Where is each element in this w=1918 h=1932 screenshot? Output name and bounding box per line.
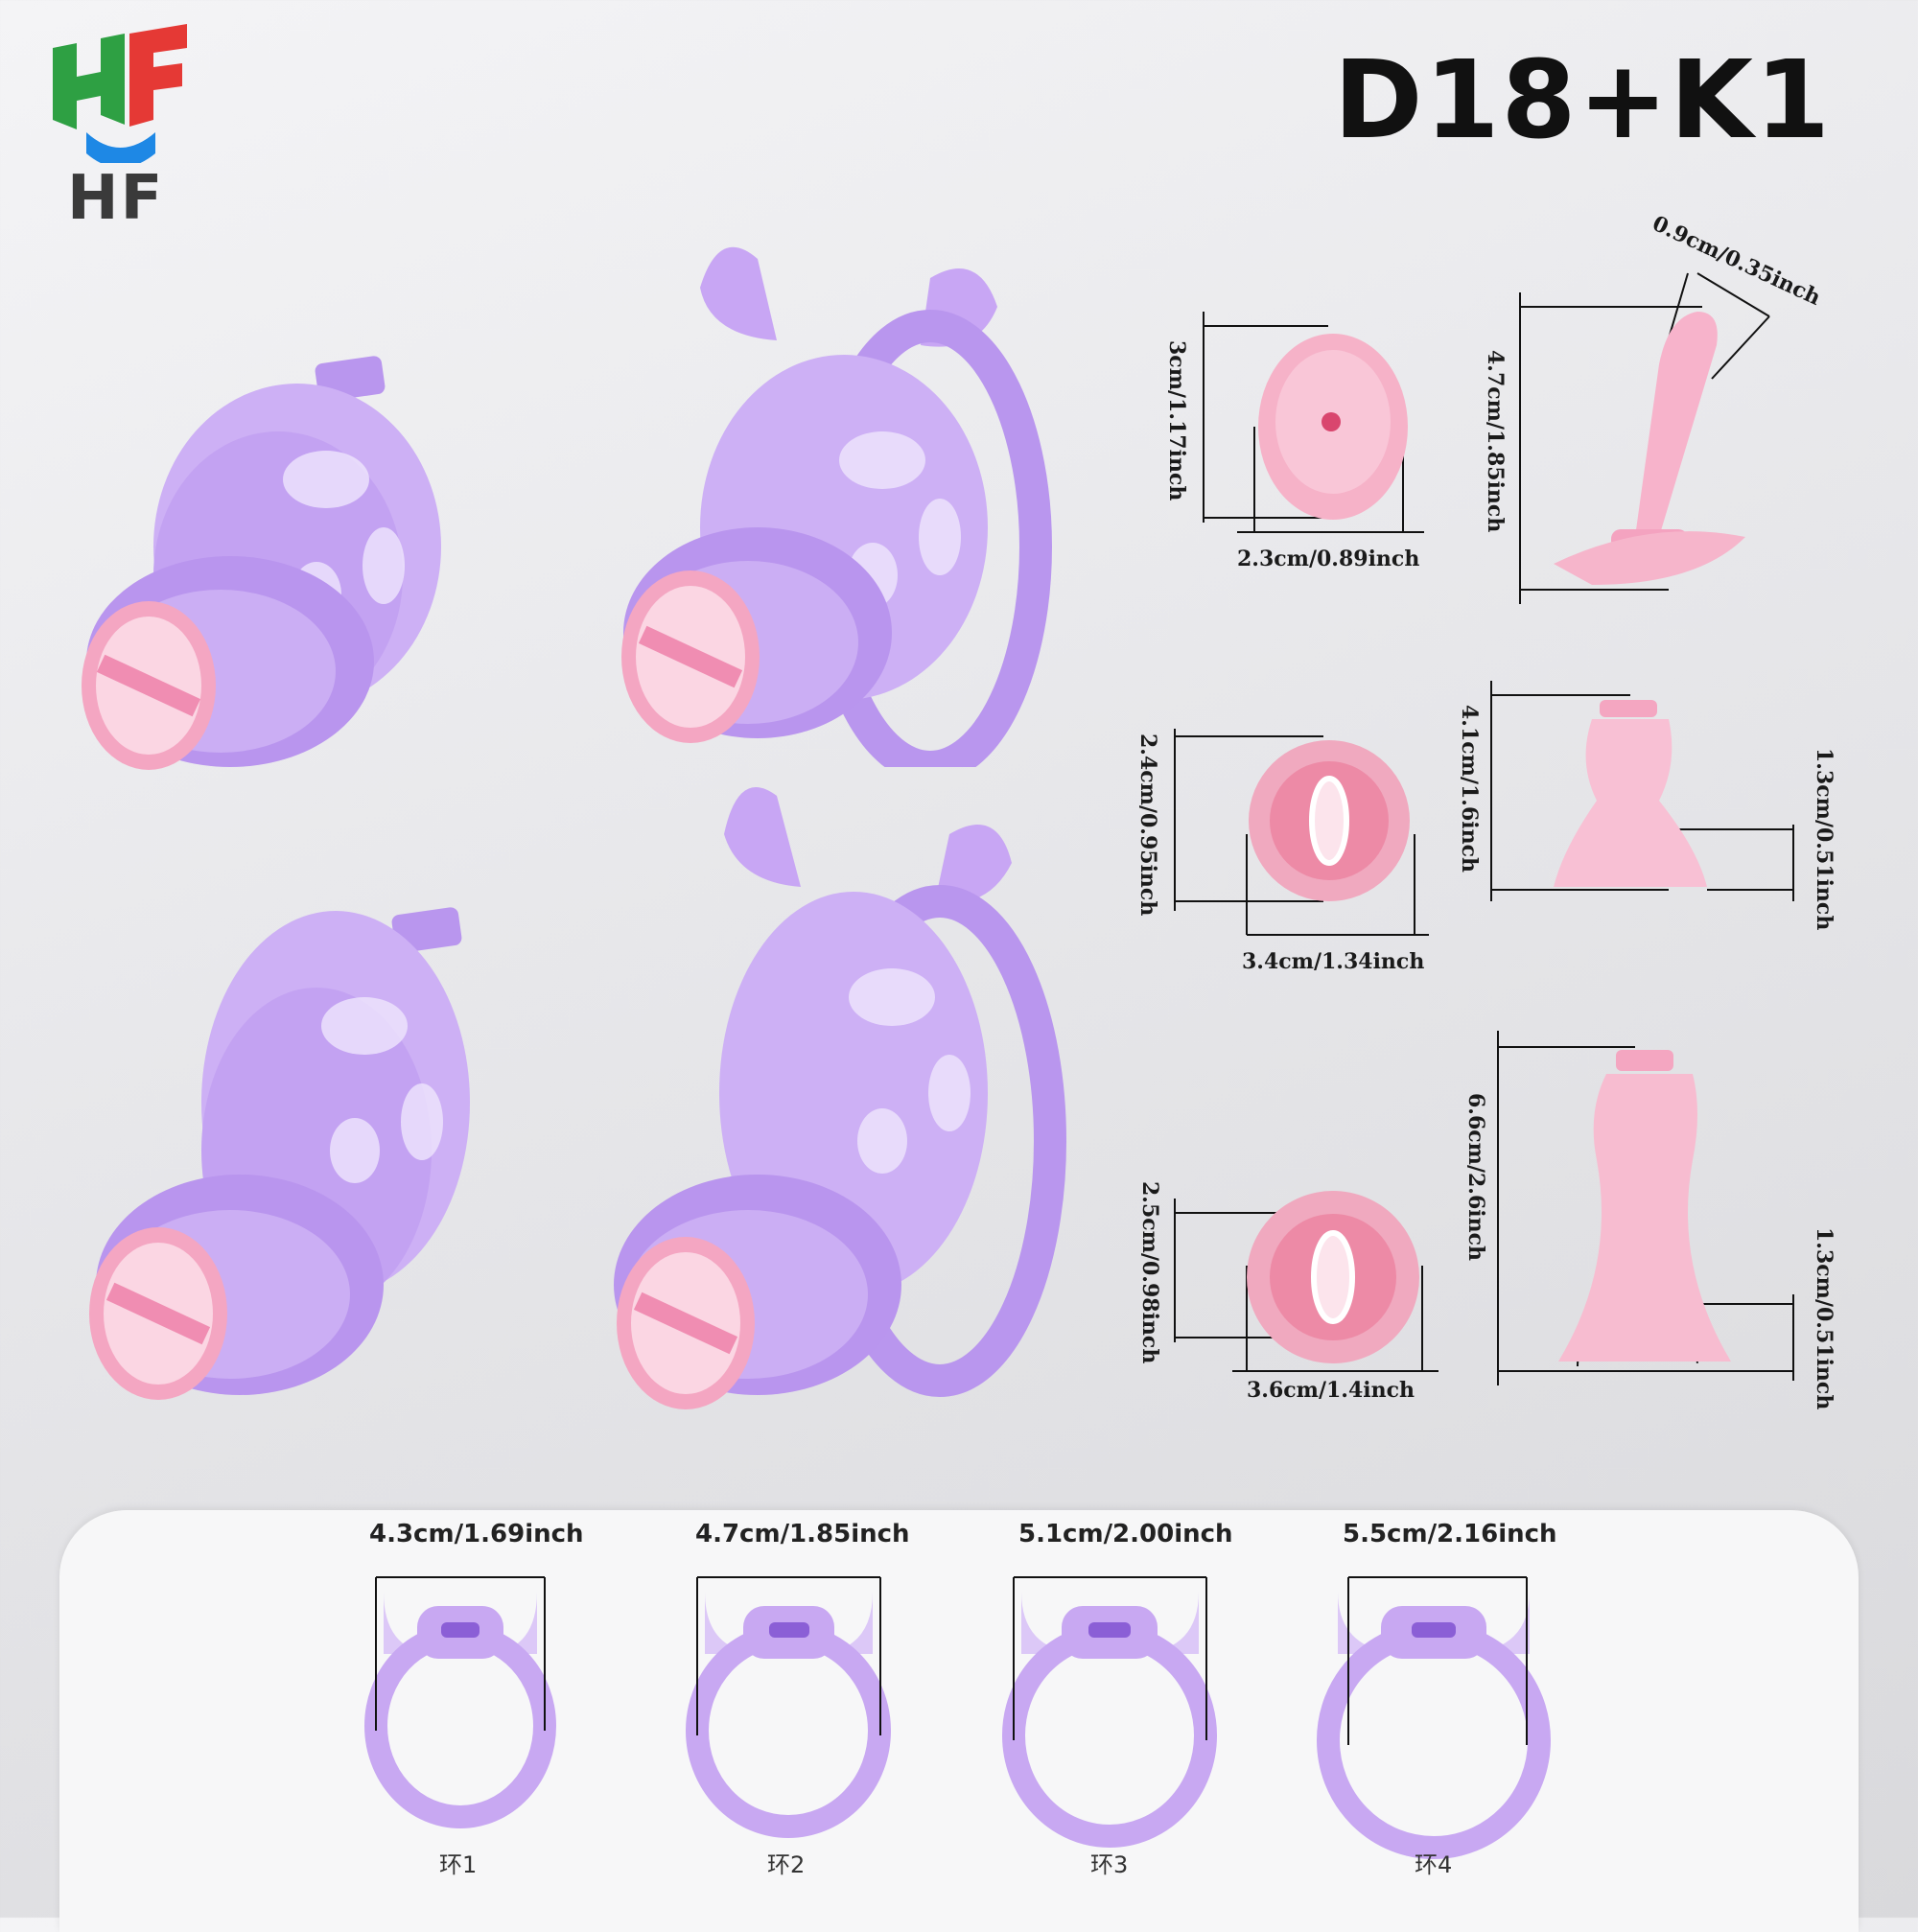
ring-4-label: 环4 xyxy=(1415,1851,1453,1878)
dim-urethral-height: 4.7cm/1.85inch xyxy=(1483,350,1508,533)
tube-large xyxy=(1558,1045,1731,1371)
brand-logo xyxy=(48,19,192,230)
ring-1 xyxy=(364,1510,633,1913)
product-long-cage-butterfly-ring xyxy=(595,777,1093,1438)
ring-2-label: 环2 xyxy=(767,1851,806,1878)
ring-2-size: 4.7cm/1.85inch xyxy=(695,1520,910,1548)
dim-insert-medium-height: 2.4cm/0.95inch xyxy=(1135,733,1160,917)
urethral-insert xyxy=(1554,307,1745,594)
dim-insert-large-height: 2.5cm/0.98inch xyxy=(1137,1181,1162,1364)
dim-tube-large-height: 6.6cm/2.6inch xyxy=(1463,1093,1488,1262)
dim-insert-large-width: 3.6cm/1.4inch xyxy=(1247,1378,1415,1403)
insert-medium xyxy=(1247,738,1412,903)
product-small-cage-butterfly-ring xyxy=(614,230,1074,767)
ring-3-size: 5.1cm/2.00inch xyxy=(1018,1520,1233,1548)
dim-insert-medium-width: 3.4cm/1.34inch xyxy=(1242,949,1425,974)
dim-tube-medium-height: 4.1cm/1.6inch xyxy=(1457,705,1482,873)
product-long-cage xyxy=(77,901,499,1419)
ring-4 xyxy=(1314,1510,1582,1913)
dim-tube-large-base: 1.3cm/0.51inch xyxy=(1812,1227,1836,1410)
plug-small xyxy=(1256,331,1410,523)
ring-3 xyxy=(1002,1510,1271,1913)
ring-4-size: 5.5cm/2.16inch xyxy=(1343,1520,1557,1548)
tube-medium xyxy=(1554,695,1726,896)
insert-large xyxy=(1245,1189,1421,1365)
dim-plug-small-height: 3cm/1.17inch xyxy=(1164,340,1189,501)
ring-1-size: 4.3cm/1.69inch xyxy=(369,1520,584,1548)
product-title: D18+K1 xyxy=(1333,38,1832,163)
ring-sizes-panel xyxy=(59,1510,1859,1932)
dim-tube-medium-base: 1.3cm/0.51inch xyxy=(1812,748,1836,931)
ring-3-label: 环3 xyxy=(1090,1851,1129,1878)
ring-1-label: 环1 xyxy=(439,1851,478,1878)
ring-2 xyxy=(686,1510,954,1913)
product-small-cage xyxy=(77,345,460,786)
brand-name: HF xyxy=(67,163,165,234)
dim-plug-small-width: 2.3cm/0.89inch xyxy=(1237,547,1420,571)
